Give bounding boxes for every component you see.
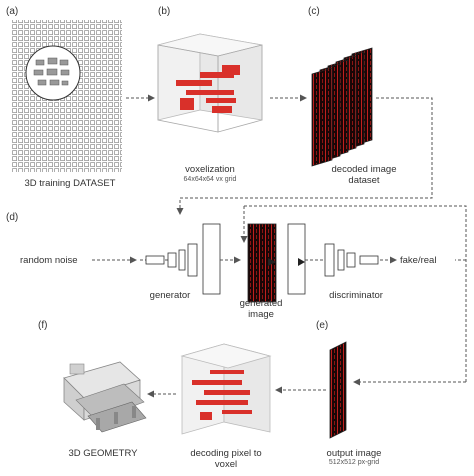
panel-label-e: (e) <box>316 320 329 331</box>
panel-label-b: (b) <box>158 6 171 17</box>
training-dataset-label: 3D training DATASET <box>24 178 116 189</box>
voxelization-label: voxelization <box>185 164 235 175</box>
generated-play-marker <box>268 258 276 266</box>
panel-label-d: (d) <box>6 212 19 223</box>
geometry-label: 3D GEOMETRY <box>68 448 138 459</box>
decoded-dataset-label-line1: decoded image <box>331 164 397 175</box>
voxel-red-model <box>176 65 240 113</box>
voxelization-sub-label: 64x64x64 vx grid <box>183 176 237 183</box>
output-image-label: output image <box>326 448 382 459</box>
arrow-dataset-to-discriminator <box>244 205 467 382</box>
generated-image-label-line1: generated <box>239 298 283 309</box>
decoded-image-stack <box>311 47 373 167</box>
fake-real-label: fake/real <box>400 255 437 266</box>
discriminator-play-marker <box>298 258 305 266</box>
decoding-label-line1: decoding pixel to <box>190 448 262 459</box>
generator-label: generator <box>149 290 191 301</box>
decoding-label-line2: voxel <box>214 459 238 470</box>
panel-label-a: (a) <box>6 6 19 17</box>
arrow-c-to-d <box>176 97 433 215</box>
geometry-model <box>63 361 147 433</box>
output-image-sub-label: 512x512 px-grid <box>328 459 380 466</box>
panel-label-c: (c) <box>308 6 320 17</box>
generated-image-label-line2: image <box>248 309 274 320</box>
dataset-sample-models <box>33 57 70 86</box>
decoded-red-voxels <box>192 370 252 420</box>
generator-layers <box>145 223 221 295</box>
random-noise-label: random noise <box>20 255 78 266</box>
panel-label-f: (f) <box>38 320 48 331</box>
output-image <box>329 341 347 439</box>
decoded-dataset-label-line2: dataset <box>348 175 380 186</box>
discriminator-label: discriminator <box>329 290 383 301</box>
discriminator-layers <box>287 223 379 295</box>
decoding-cube <box>180 343 272 435</box>
